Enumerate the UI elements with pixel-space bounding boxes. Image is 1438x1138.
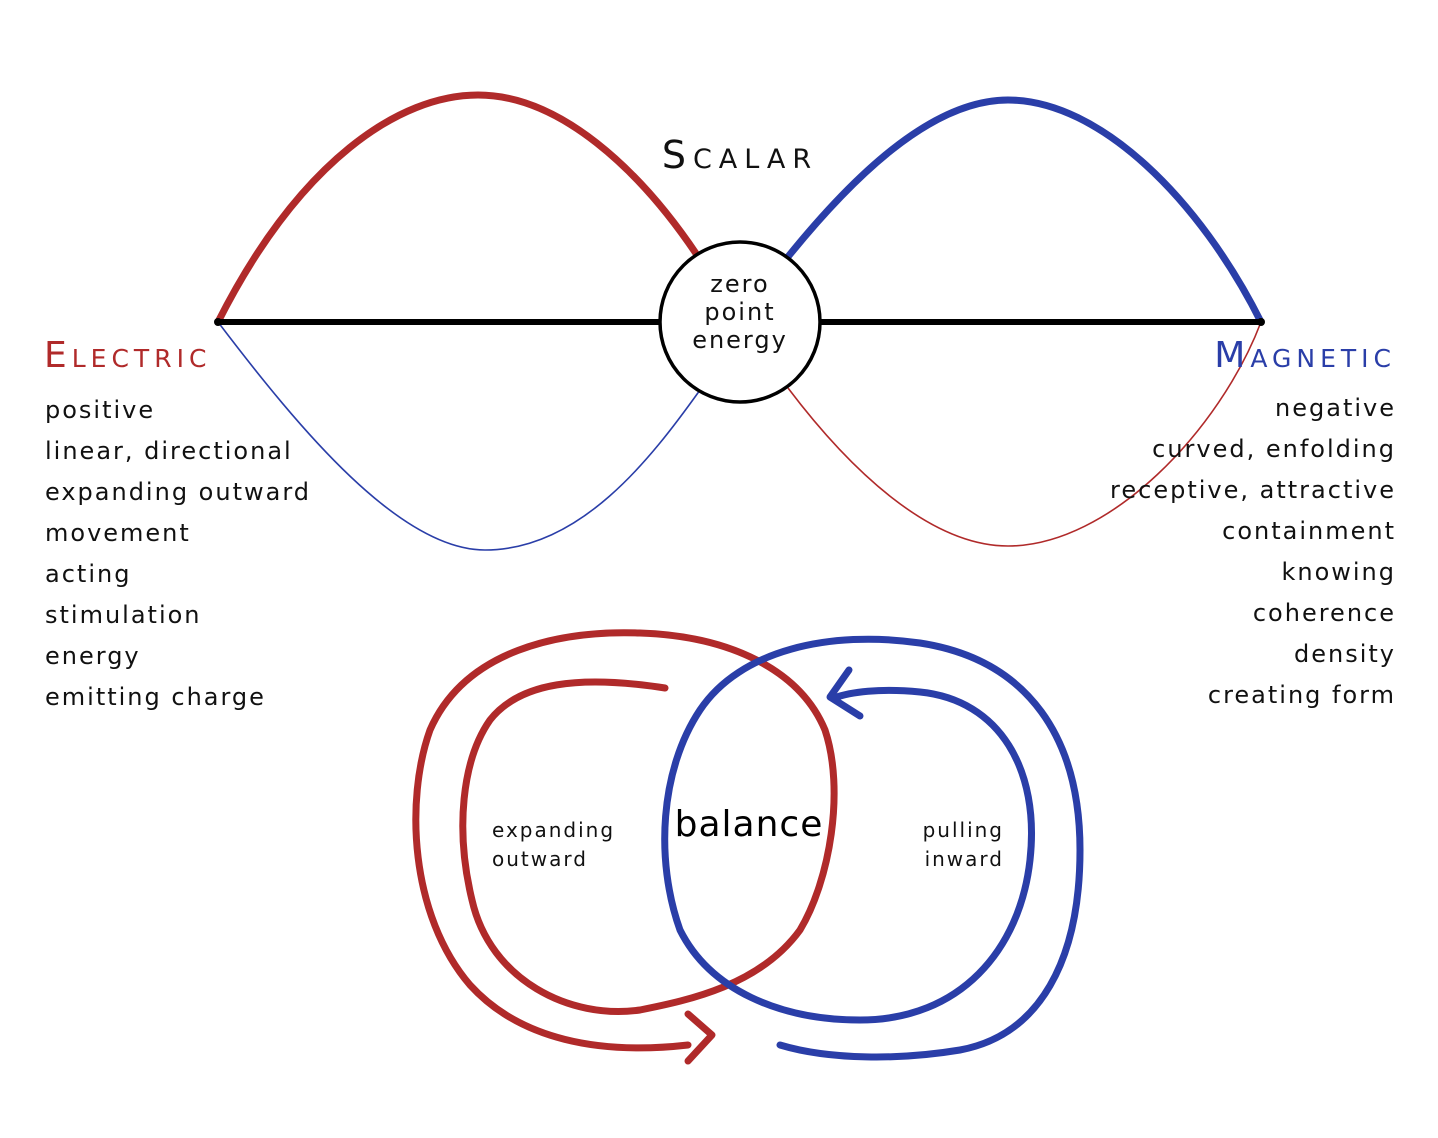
electric-property: stimulation [45,601,202,629]
zero-point-label: zero point energy [660,270,820,354]
electric-lower-arc [787,321,1262,547]
loop-label-line: expanding [492,818,616,842]
axis-right-endpoint [1257,318,1265,326]
electric-property: movement [45,519,191,547]
loop-label-line: inward [924,847,1004,871]
magnetic-upper-arc [783,96,1265,326]
electric-property: emitting charge [45,683,266,711]
magnetic-property: creating form [1207,681,1396,709]
electric-heading: Electric [44,335,212,376]
electric-loop-arrowhead [684,1010,716,1065]
magnetic-properties-list: negative curved, enfolding receptive, at… [1110,388,1396,716]
loop-label-line: pulling [922,818,1004,842]
magnetic-heading: Magnetic [1214,335,1396,376]
electric-property: positive [45,396,156,424]
electric-property: acting [45,560,132,588]
balance-label: balance [674,804,824,845]
magnetic-property: curved, enfolding [1152,435,1396,463]
axis-left-endpoint [214,318,222,326]
magnetic-loop-outer [661,635,1084,1061]
electric-loop-outer [412,629,838,1052]
magnetic-loop-arrowhead [826,666,864,720]
magnetic-property: coherence [1252,599,1396,627]
zero-point-line: point [704,298,776,326]
magnetic-property: receptive, attractive [1110,476,1396,504]
zero-point-line: energy [692,326,788,354]
electric-property: linear, directional [45,437,293,465]
magnetic-lower-arc [217,321,701,551]
zero-point-circle [658,240,822,404]
magnetic-property: knowing [1281,558,1396,586]
pulling-inward-label: pulling inward [880,816,1004,874]
electric-property: energy [45,642,141,670]
loop-label-line: outward [492,847,588,871]
electric-upper-arc [214,91,701,326]
electric-properties-list: positive linear, directional expanding o… [45,390,311,718]
scalar-title: Scalar [661,133,819,177]
zero-point-line: zero [710,270,770,298]
expanding-outward-label: expanding outward [492,816,615,874]
magnetic-property: negative [1275,394,1396,422]
electric-property: expanding outward [45,478,311,506]
magnetic-property: density [1294,640,1396,668]
magnetic-property: containment [1222,517,1396,545]
